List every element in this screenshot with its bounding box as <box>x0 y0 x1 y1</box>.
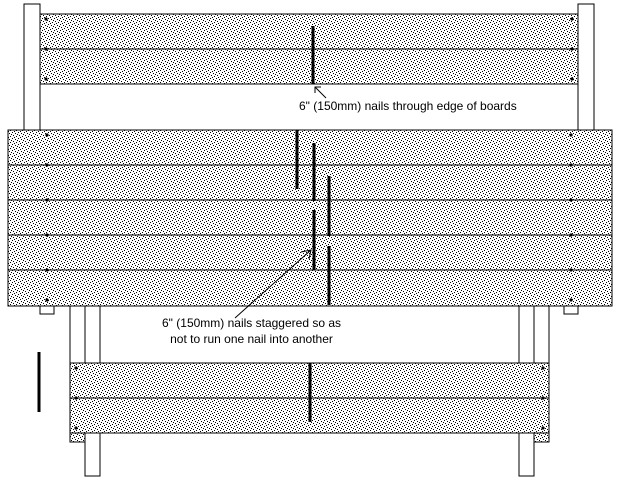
bottom-nail-heads <box>74 366 545 430</box>
top-nail-heads <box>44 17 574 81</box>
mid-board-3 <box>7 199 613 236</box>
mid-callout-arrow <box>234 249 312 319</box>
top-callout-arrow <box>314 86 327 99</box>
mid-staggered-nails <box>295 130 331 305</box>
mid-board-2 <box>7 164 613 201</box>
mid-board-1 <box>7 129 613 166</box>
top-right-post <box>577 3 595 133</box>
top-assembly <box>23 3 595 133</box>
staggered-nails-callout: 6" (150mm) nails staggered so as not to … <box>162 315 341 347</box>
staggered-nails-callout-line-1: 6" (150mm) nails staggered so as <box>162 316 342 330</box>
top-board-1 <box>39 13 579 50</box>
staggered-nails-callout-line-2: not to run one nail into another <box>170 332 333 346</box>
top-left-post <box>23 3 41 133</box>
mid-nail-heads <box>45 133 573 302</box>
edge-nails-callout: 6" (150mm) nails through edge of boards <box>299 99 517 113</box>
middle-assembly <box>7 129 613 315</box>
bottom-assembly <box>69 305 550 477</box>
mid-board-5 <box>7 269 613 307</box>
top-board-2 <box>39 48 579 85</box>
